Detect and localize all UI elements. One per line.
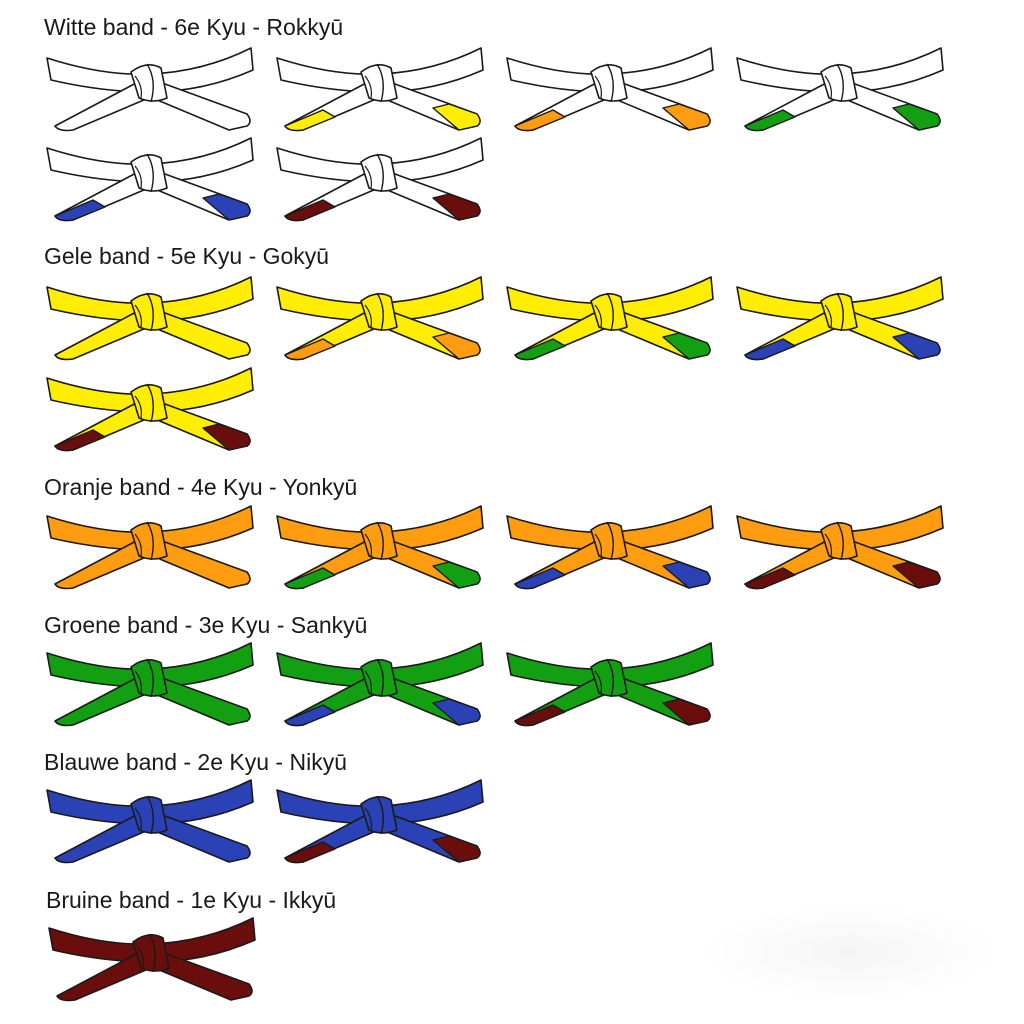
group-title-brown: Bruine band - 1e Kyu - Ikkyū xyxy=(46,887,337,913)
watermark xyxy=(700,905,1000,1000)
belt-icon xyxy=(43,275,255,363)
belt-icon xyxy=(733,275,945,363)
group-title-white: Witte band - 6e Kyu - Rokkyū xyxy=(44,14,344,40)
belt-icon xyxy=(273,275,485,363)
belt-icon xyxy=(43,641,255,729)
group-title-green: Groene band - 3e Kyu - Sankyū xyxy=(44,612,368,638)
belt-icon xyxy=(503,504,715,592)
group-title-blue: Blauwe band - 2e Kyu - Nikyū xyxy=(44,749,347,775)
belt-icon xyxy=(503,275,715,363)
belt-icon xyxy=(45,916,257,1004)
belt-icon xyxy=(273,504,485,592)
belt-icon xyxy=(43,504,255,592)
belt-icon xyxy=(733,46,945,134)
belt-icon xyxy=(503,46,715,134)
group-title-orange: Oranje band - 4e Kyu - Yonkyū xyxy=(44,474,358,500)
belt-icon xyxy=(273,136,485,224)
belt-icon xyxy=(273,778,485,866)
belt-icon xyxy=(43,136,255,224)
belt-icon xyxy=(733,504,945,592)
belt-icon xyxy=(43,778,255,866)
belt-icon xyxy=(43,366,255,454)
belt-icon xyxy=(273,46,485,134)
group-title-yellow: Gele band - 5e Kyu - Gokyū xyxy=(44,243,330,269)
belt-icon xyxy=(273,641,485,729)
belt-icon xyxy=(43,46,255,134)
belt-icon xyxy=(503,641,715,729)
